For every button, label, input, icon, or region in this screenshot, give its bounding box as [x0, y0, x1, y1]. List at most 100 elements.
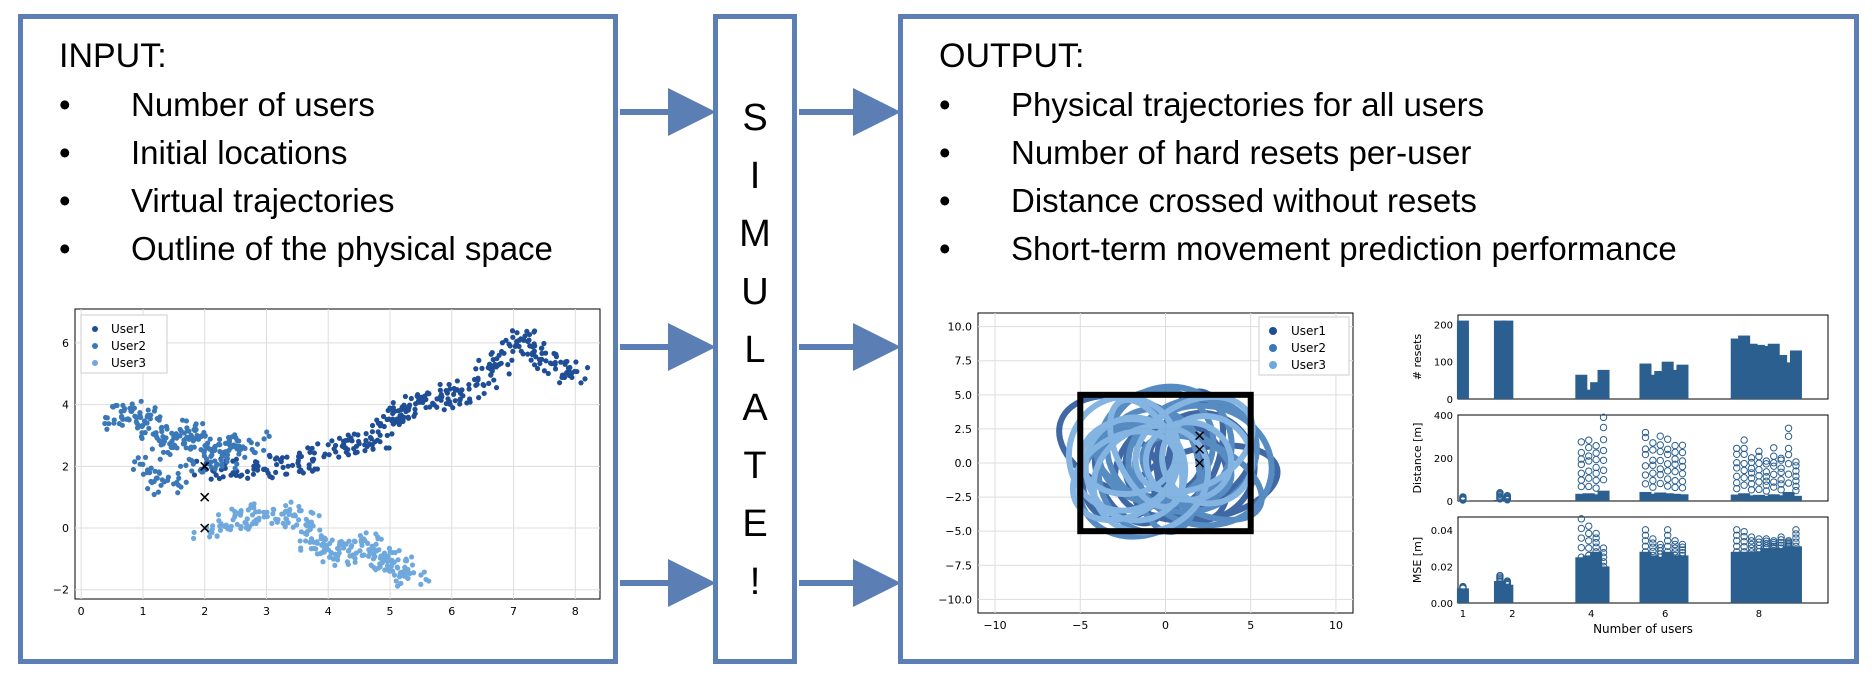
data-point: [198, 433, 204, 439]
y-tick-label: 5.0: [955, 389, 973, 402]
outlier-point: [1747, 540, 1756, 549]
data-point: [188, 444, 194, 450]
data-point: [356, 441, 362, 447]
box: [1767, 494, 1780, 501]
outlier-point: [1733, 537, 1741, 545]
data-point: [387, 549, 393, 555]
list-item: •Outline of the physical space: [59, 225, 619, 273]
outlier-point: [1663, 467, 1672, 475]
data-point: [129, 401, 135, 407]
data-point: [144, 467, 151, 473]
data-point: [303, 538, 309, 544]
data-point: [378, 536, 384, 542]
data-point: [104, 415, 110, 421]
outlier-point: [1592, 529, 1600, 538]
data-point: [437, 394, 443, 400]
data-point: [305, 445, 311, 451]
data-point: [315, 441, 321, 447]
data-point: [509, 357, 515, 363]
outlier-point: [1663, 542, 1672, 550]
data-point: [382, 567, 388, 573]
data-point: [573, 359, 579, 365]
data-point: [520, 351, 526, 357]
data-point: [541, 340, 547, 347]
outlier-point: [1663, 526, 1672, 534]
data-point: [209, 452, 215, 458]
outlier-point: [1592, 463, 1600, 472]
data-point: [363, 530, 369, 536]
data-point: [314, 539, 320, 545]
trajectory-path: [1069, 428, 1181, 523]
outlier-point: [1777, 541, 1785, 550]
output-panel: OUTPUT: •Physical trajectories for all u…: [898, 14, 1859, 664]
data-point: [367, 434, 374, 441]
data-point: [418, 572, 424, 578]
data-point: [208, 476, 214, 482]
output-item-prediction: Short-term movement prediction performan…: [1011, 230, 1677, 267]
y-tick-label: 0.00: [1431, 599, 1453, 610]
data-point: [348, 544, 354, 550]
data-point: [311, 456, 317, 462]
data-point: [522, 333, 528, 339]
outlier-point: [1585, 474, 1593, 482]
data-point: [460, 393, 466, 399]
outlier-point: [1641, 450, 1650, 459]
outlier-point: [1656, 465, 1664, 473]
data-point: [327, 554, 333, 560]
x-tick-label: 7: [510, 605, 517, 618]
box: [1752, 494, 1765, 501]
data-point: [280, 520, 286, 526]
x-tick-label: 5: [1247, 619, 1254, 632]
data-point: [279, 511, 285, 517]
outlier-point: [1678, 469, 1687, 478]
data-point: [244, 516, 250, 522]
data-point: [161, 438, 168, 444]
legend-label: User3: [111, 356, 146, 370]
outlier-point: [1649, 476, 1657, 485]
outlier-point: [1755, 485, 1763, 494]
outlier-point: [1792, 534, 1800, 542]
data-point: [310, 510, 316, 516]
data-point: [305, 519, 311, 525]
outlier-point: [1762, 481, 1771, 489]
data-point: [459, 387, 465, 393]
outlier-point: [1784, 424, 1793, 432]
data-point: [159, 477, 165, 483]
outlier-point: [1641, 445, 1650, 453]
data-point: [220, 474, 226, 480]
data-point: [377, 439, 383, 445]
outlier-point: [1784, 479, 1793, 487]
y-tick-label: 0: [1447, 395, 1453, 406]
data-point: [354, 449, 360, 455]
data-point: [396, 548, 402, 554]
data-point: [213, 472, 219, 478]
data-point: [127, 405, 133, 411]
outlier-point: [1641, 428, 1650, 437]
outlier-point: [1585, 467, 1593, 475]
outlier-point: [1592, 469, 1600, 478]
data-point: [106, 421, 112, 427]
y-axis-label: Distance [m]: [1411, 423, 1424, 494]
simulate-letter: I: [749, 155, 761, 197]
outlier-point: [1740, 481, 1748, 489]
outlier-point: [1671, 540, 1679, 549]
y-tick-label: 2: [62, 460, 69, 473]
data-point: [491, 377, 497, 383]
data-point: [219, 463, 225, 470]
data-point: [338, 538, 344, 545]
outlier-point: [1641, 462, 1650, 470]
outlier-point: [1747, 544, 1756, 552]
outlier-point: [1740, 532, 1748, 541]
data-point: [486, 361, 493, 367]
data-point: [234, 521, 240, 527]
data-point: [137, 461, 143, 467]
data-point: [211, 446, 217, 452]
data-point: [476, 357, 482, 363]
data-point: [217, 527, 224, 533]
input-item-locations: Initial locations: [131, 134, 348, 171]
outlier-point: [1671, 548, 1679, 556]
outlier-point: [1641, 537, 1650, 545]
y-axis-label: MSE [m]: [1411, 537, 1424, 583]
outlier-point: [1585, 522, 1593, 530]
data-point: [233, 472, 239, 478]
